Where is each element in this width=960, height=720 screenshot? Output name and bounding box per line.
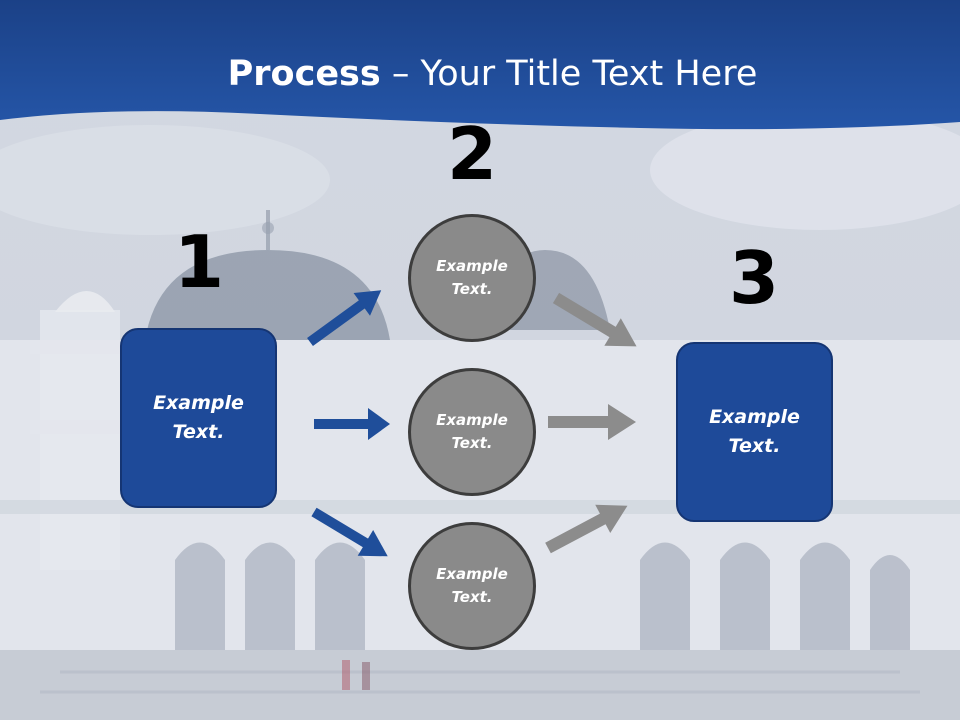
blue-arrows <box>307 290 390 557</box>
title-rest: – Your Title Text Here <box>380 54 758 94</box>
step-3-label: Example Text. <box>709 406 800 457</box>
arrow-top-circle-to-3 <box>552 292 637 347</box>
step-1-box: Example Text. <box>120 328 277 508</box>
arrow-to-middle-circle <box>314 408 390 440</box>
circle-bottom-label: Example Text. <box>436 565 508 606</box>
arrow-bottom-circle-to-3 <box>545 504 628 554</box>
arrow-to-bottom-circle <box>311 507 388 557</box>
step-number-2: 2 <box>446 112 498 196</box>
step-number-3: 3 <box>728 236 780 320</box>
step-2-circle-middle: Example Text. <box>408 368 536 496</box>
arrow-to-top-circle <box>307 290 382 347</box>
circle-middle-label: Example Text. <box>436 411 508 452</box>
step-2-circle-bottom: Example Text. <box>408 522 536 650</box>
step-2-circle-top: Example Text. <box>408 214 536 342</box>
arrow-middle-circle-to-3 <box>548 404 636 440</box>
step-3-box: Example Text. <box>676 342 833 522</box>
title-bold: Process <box>227 54 381 94</box>
header-band <box>0 0 960 130</box>
gray-arrows <box>545 292 637 554</box>
slide-title: Process – Your Title Text Here <box>0 52 960 96</box>
step-1-label: Example Text. <box>153 392 244 443</box>
circle-top-label: Example Text. <box>436 257 508 298</box>
step-number-1: 1 <box>173 220 225 304</box>
